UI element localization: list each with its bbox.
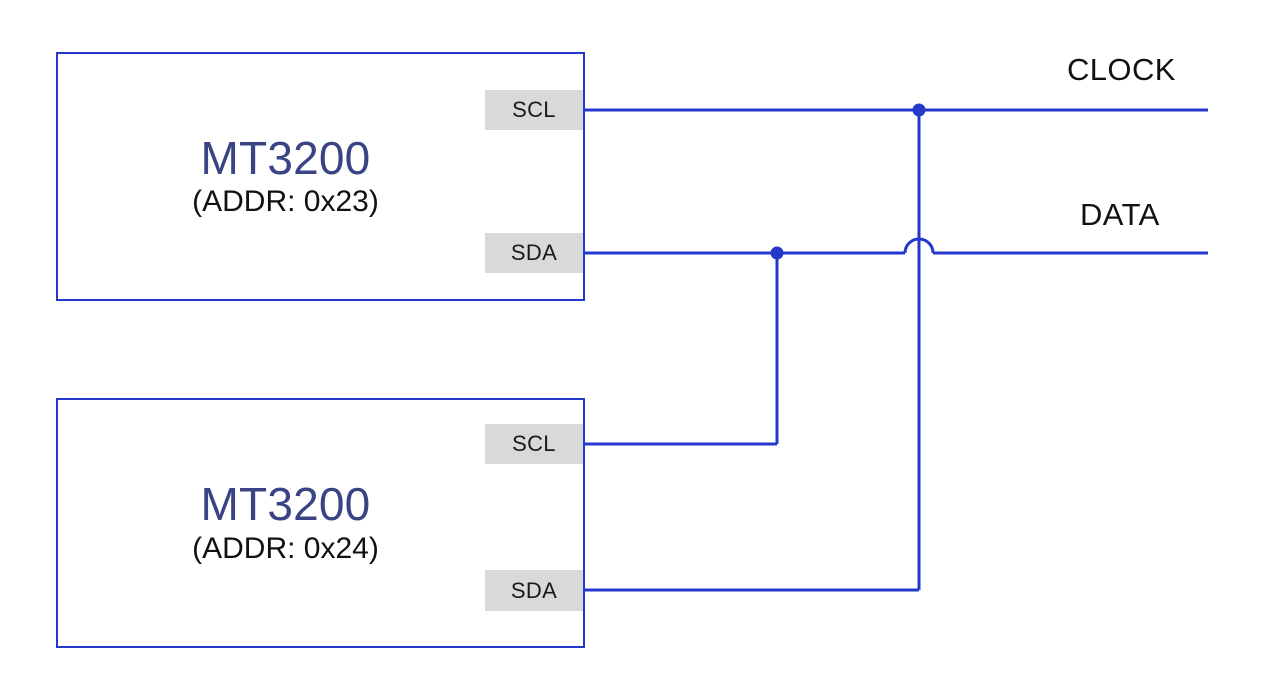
device-top-labels: MT3200 (ADDR: 0x23) — [58, 133, 583, 219]
pin-top-sda[interactable]: SDA — [485, 233, 583, 273]
junction-dot-clock — [912, 103, 926, 117]
junction-dot-data — [770, 246, 784, 260]
device-bottom-labels: MT3200 (ADDR: 0x24) — [58, 480, 583, 566]
pin-bottom-scl[interactable]: SCL — [485, 424, 583, 464]
device-top-subtitle: (ADDR: 0x23) — [192, 185, 379, 219]
device-bottom-subtitle: (ADDR: 0x24) — [192, 531, 379, 565]
pin-top-scl[interactable]: SCL — [485, 90, 583, 130]
bus-label-clock: CLOCK — [1067, 52, 1176, 87]
pin-bottom-sda[interactable]: SDA — [485, 570, 583, 611]
bus-label-data: DATA — [1080, 197, 1160, 232]
device-bottom-title: MT3200 — [200, 477, 371, 530]
device-top-title: MT3200 — [200, 131, 371, 184]
